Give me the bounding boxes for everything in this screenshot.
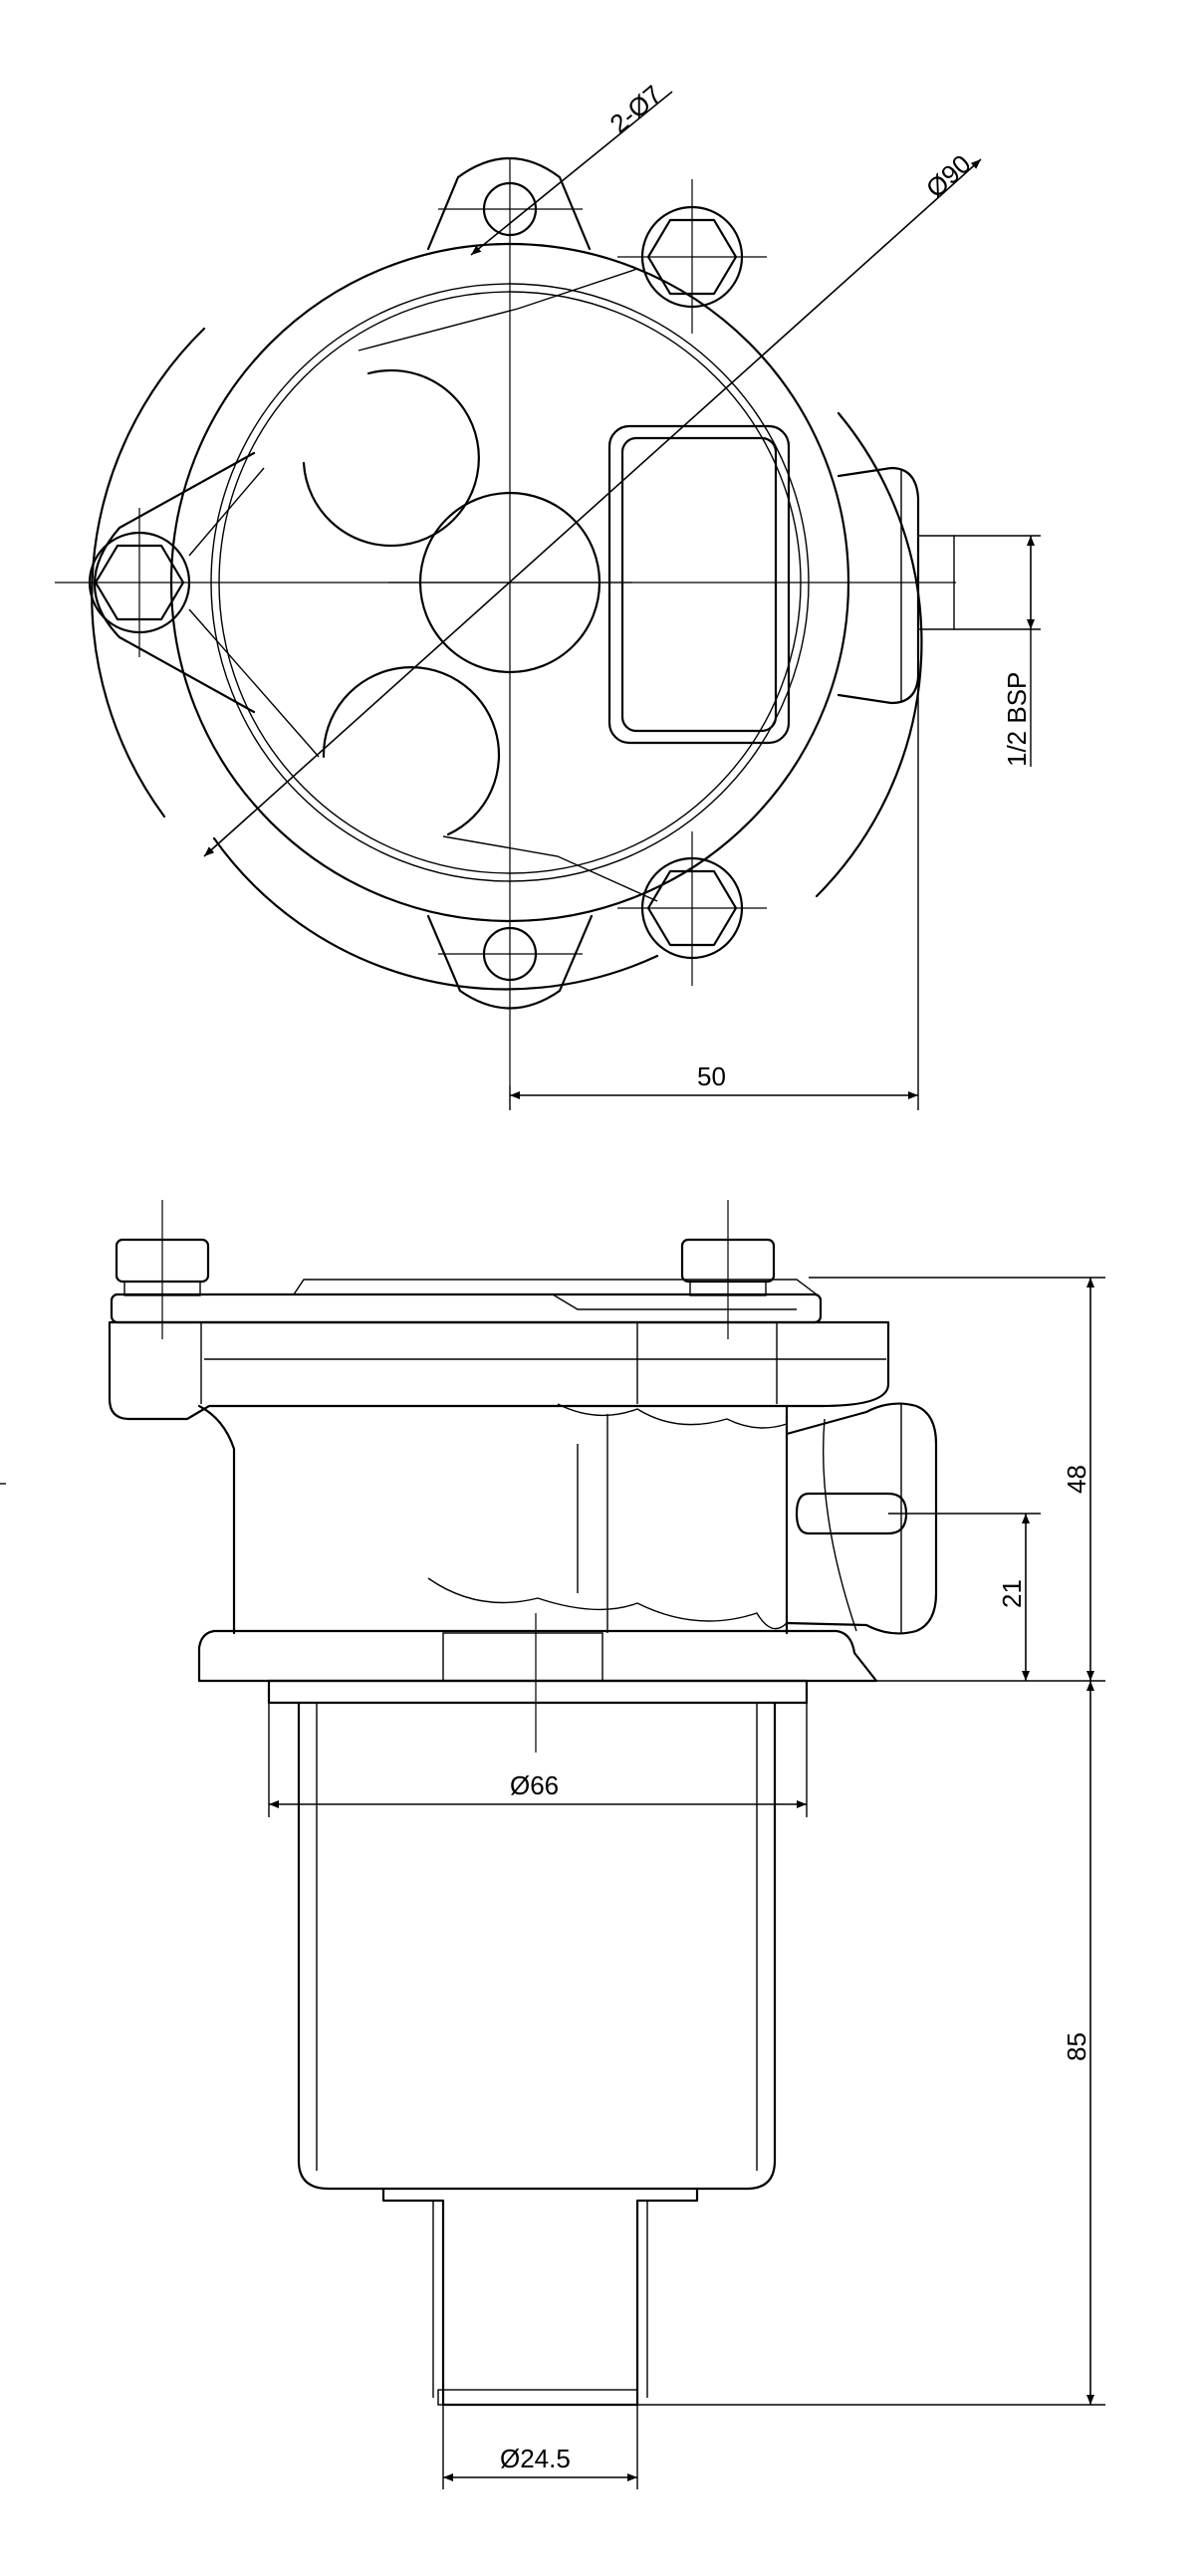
label-half-bsp: 1/2 BSP bbox=[1002, 672, 1032, 767]
body-section-line-bottom bbox=[427, 1577, 788, 1630]
side-view: 48 21 85 Ø66 Ø24.5 bbox=[0, 1200, 1105, 2489]
body-section-line-top bbox=[557, 1403, 788, 1429]
label-o66: Ø66 bbox=[510, 1770, 559, 1800]
leader-o90 bbox=[203, 158, 982, 857]
label-o24-5: Ø24.5 bbox=[500, 2444, 571, 2473]
bowl bbox=[297, 1701, 777, 2191]
upper-port bbox=[302, 368, 480, 548]
lower-port bbox=[322, 666, 501, 836]
label-2-o7: 2-Ø7 bbox=[604, 79, 668, 138]
left-guide-upper bbox=[188, 467, 265, 557]
top-view: 2-Ø7 Ø90 1/2 BSP 50 bbox=[55, 79, 1041, 1110]
base-flange bbox=[197, 1629, 878, 1683]
label-85: 85 bbox=[1062, 2032, 1091, 2061]
bottom-outlet bbox=[381, 2187, 699, 2407]
left-lug bbox=[93, 451, 256, 714]
outer-arc-right bbox=[815, 411, 923, 898]
cover-plate bbox=[110, 1292, 823, 1324]
outlet-flange-inner bbox=[620, 436, 778, 733]
outlet-stub bbox=[795, 1492, 908, 1535]
outlet-flange-outer bbox=[607, 424, 791, 745]
inner-guide-bottom bbox=[442, 835, 658, 902]
label-48: 48 bbox=[1062, 1465, 1091, 1494]
body-left-wall bbox=[197, 1404, 236, 1635]
label-50: 50 bbox=[697, 1061, 726, 1091]
head-block bbox=[108, 1320, 890, 1421]
bowl-rim bbox=[267, 1679, 809, 1705]
side-port bbox=[837, 466, 920, 705]
outer-arc-bottom bbox=[212, 836, 659, 991]
label-o90: Ø90 bbox=[920, 148, 977, 203]
label-21: 21 bbox=[997, 1579, 1027, 1608]
inner-guide-top bbox=[358, 268, 638, 351]
side-outlet-port bbox=[785, 1402, 938, 1635]
